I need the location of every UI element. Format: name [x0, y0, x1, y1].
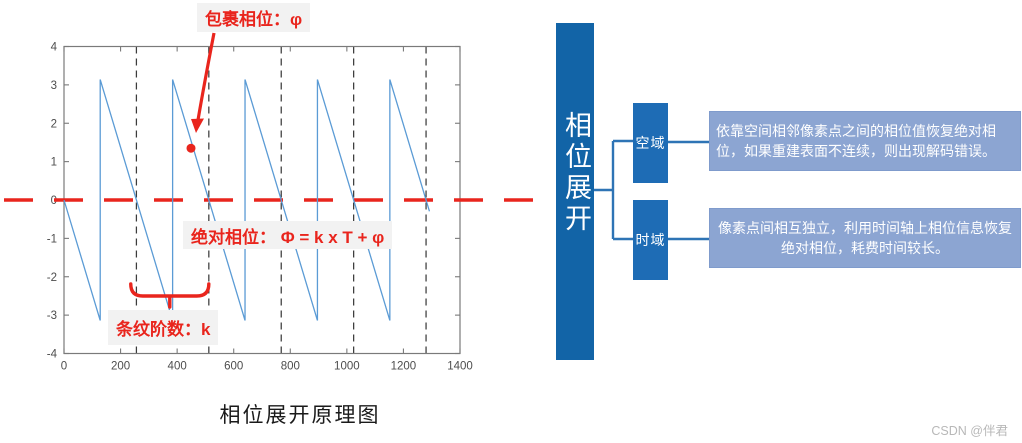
temporal-domain-description: 像素点间相互独立，利用时间轴上相位信息恢复绝对相位，耗费时间较长。: [709, 208, 1021, 268]
y-tick-label: 2: [51, 118, 57, 130]
absolute-phase-label: 绝对相位： Φ = k x T + φ: [183, 221, 393, 249]
wrapped-phase-label: 包裹相位：φ: [197, 3, 311, 32]
wrapped-phase-curve: [63, 79, 431, 321]
y-tick-label: -1: [47, 233, 57, 245]
fringe-order-brace: [129, 282, 211, 309]
temporal-domain-description-text: 像素点间相互独立，利用时间轴上相位信息恢复绝对相位，耗费时间较长。: [718, 220, 1012, 256]
y-tick-label: 1: [51, 157, 57, 169]
fringe-order-label: 条纹阶数：k: [108, 310, 219, 345]
spatial-domain-description-text: 依靠空间相邻像素点之间的相位值恢复绝对相位，如果重建表面不连续，则出现解码错误。: [716, 123, 996, 159]
y-tick-label: 3: [51, 80, 57, 92]
chart-caption: 相位展开原理图: [219, 403, 381, 427]
x-tick-label: 800: [281, 361, 300, 373]
x-tick-label: 200: [111, 361, 130, 373]
x-tick-label: 600: [224, 361, 243, 373]
wrapped-phase-arrow: [196, 32, 216, 121]
y-tick-label: -3: [47, 310, 57, 322]
x-tick-label: 1400: [447, 361, 473, 373]
spatial-domain-description: 依靠空间相邻像素点之间的相位值恢复绝对相位，如果重建表面不连续，则出现解码错误。: [709, 111, 1021, 171]
wrapped-phase-arrowhead: [191, 118, 204, 133]
flowchart-node-spatial-domain: 空域: [633, 103, 668, 183]
y-tick-label: 0: [51, 195, 57, 207]
x-tick-label: 1000: [334, 361, 360, 373]
x-tick-label: 400: [168, 361, 187, 373]
wrapped-phase-marked-point: [186, 143, 196, 153]
watermark: CSDN @伴君: [931, 424, 1008, 438]
flowchart-root-phase-unwrapping: 相位展开: [556, 23, 594, 360]
x-tick-label: 0: [61, 361, 67, 373]
flowchart-node-temporal-domain: 时域: [633, 200, 668, 280]
wrapped-phase-chart: 0 200 400 600 800 1000 1200 1400 4 3 2 1 0 -1 -2 -3 -4: [4, 32, 535, 373]
y-tick-label: -2: [47, 272, 57, 284]
y-tick-label: 4: [51, 42, 58, 54]
x-tick-label: 1200: [391, 361, 417, 373]
y-tick-label: -4: [47, 349, 58, 361]
